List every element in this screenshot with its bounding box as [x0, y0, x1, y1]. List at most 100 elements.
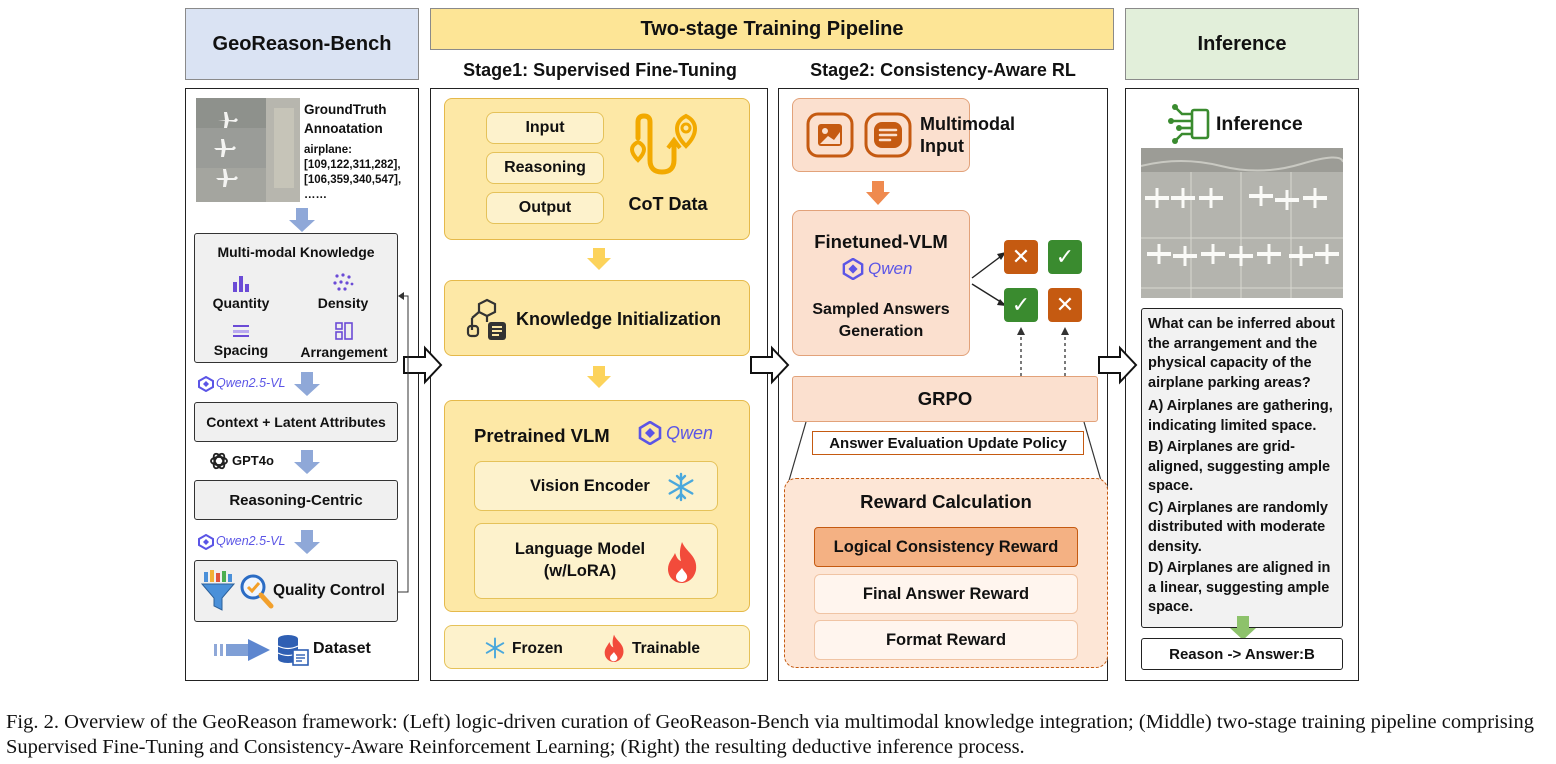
quantity-label: Quantity — [212, 295, 270, 311]
reasoning-centric-box: Reasoning-Centric — [194, 480, 398, 520]
qwen-logo-icon — [842, 258, 864, 280]
output-chip-label: Output — [518, 199, 572, 216]
openai-logo-icon — [210, 452, 228, 470]
bench-arrow-3 — [294, 450, 320, 479]
inference-title: Inference — [1216, 113, 1303, 135]
circuit-icon — [1168, 104, 1210, 144]
check-icon: ✓ — [1004, 288, 1038, 322]
logical-reward-label: Logical Consistency Reward — [833, 537, 1059, 556]
quality-control-label: Quality Control — [273, 582, 385, 599]
bench-header-text: GeoReason-Bench — [212, 32, 392, 55]
inference-header: Inference — [1125, 8, 1359, 80]
mmk-title: Multi-modal Knowledge — [217, 244, 375, 260]
image-icon — [806, 112, 854, 158]
grpo-zoom-lines — [787, 421, 1103, 485]
arrangement-icon — [335, 322, 353, 340]
final-answer-reward-label: Final Answer Reward — [862, 584, 1030, 603]
qwen25-label-1: Qwen2.5-VL — [216, 376, 286, 390]
input-chip-label: Input — [525, 119, 565, 136]
airport-thumbnail — [196, 98, 300, 202]
flame-icon — [668, 542, 697, 583]
answer-box: Reason -> Answer:B — [1141, 638, 1343, 670]
spacing-icon — [233, 325, 249, 337]
language-model-label: Language Model (w/LoRA) — [514, 540, 646, 580]
grpo-label: GRPO — [917, 388, 973, 409]
qwen-logo-icon — [198, 376, 214, 392]
option-a: A) Airplanes are gathering, indicating l… — [1148, 398, 1333, 434]
airport-image — [1141, 148, 1343, 298]
qwen-label-stage2: Qwen — [868, 259, 913, 278]
input-chip: Input — [486, 112, 604, 144]
bench-arrow-2 — [294, 372, 320, 401]
gpt4o-label: GPT4o — [232, 453, 274, 468]
sample-arrows — [971, 252, 1006, 306]
snowflake-icon — [485, 637, 505, 659]
quantity-icon — [233, 276, 249, 292]
reasoning-centric-label: Reasoning-Centric — [229, 491, 363, 509]
sampled-answers-label: Sampled Answers Generation — [812, 301, 950, 340]
funnel-icon — [200, 570, 236, 611]
dataset-label: Dataset — [313, 640, 371, 657]
density-icon — [333, 273, 354, 291]
finetuned-vlm-label: Finetuned-VLM — [814, 231, 948, 252]
document-text-icon — [864, 112, 912, 158]
pipeline-header: Two-stage Training Pipeline — [430, 8, 1114, 50]
multimodal-input-label: Multimodal Input — [920, 114, 1015, 156]
cot-data-label: CoT Data — [628, 194, 708, 214]
snowflake-icon — [668, 472, 694, 502]
stage1-arrow-1 — [587, 248, 611, 275]
option-b: B) Airplanes are grid-aligned, suggestin… — [1148, 439, 1331, 494]
qwen-label-stage1: Qwen — [666, 423, 714, 443]
grpo-feedback-arrows — [1017, 327, 1069, 376]
knowledge-graph-icon — [466, 298, 506, 340]
reward-calculation-label: Reward Calculation — [860, 491, 1032, 512]
finetuned-vlm-box — [792, 210, 970, 356]
format-reward-label: Format Reward — [885, 630, 1007, 649]
feedback-loop-line — [398, 292, 409, 593]
qwen-logo-icon — [638, 421, 662, 445]
knowledge-init-box — [444, 280, 750, 356]
arrow-stage2-to-inference — [1098, 345, 1138, 385]
logical-reward-box: Logical Consistency Reward — [814, 527, 1078, 567]
magnifier-icon — [240, 574, 274, 609]
update-policy-box: Answer Evaluation Update Policy — [812, 431, 1084, 455]
update-policy-label: Answer Evaluation Update Policy — [829, 434, 1067, 452]
option-c: C) Airplanes are randomly distributed wi… — [1148, 499, 1328, 555]
context-label: Context + Latent Attributes — [206, 414, 386, 430]
inference-arrow — [1230, 616, 1256, 645]
bench-arrow-1 — [289, 208, 315, 237]
question-text: What can be inferred about the arrangeme… — [1148, 316, 1335, 391]
arrow-stage1-to-stage2 — [750, 345, 790, 385]
dataset-arrow-icon — [214, 639, 270, 661]
question-box: What can be inferred about the arrangeme… — [1141, 308, 1343, 628]
gt-body: airplane: [109,122,311,282], [106,359,34… — [304, 144, 402, 201]
knowledge-init-label: Knowledge Initialization — [516, 309, 722, 329]
stage2-title: Stage2: Consistency-Aware RL — [810, 60, 1076, 80]
qwen-logo-icon — [198, 534, 214, 550]
frozen-label: Frozen — [512, 640, 563, 657]
context-box: Context + Latent Attributes — [194, 402, 398, 442]
bench-header: GeoReason-Bench — [185, 8, 419, 80]
database-icon — [277, 635, 309, 666]
flame-icon — [604, 634, 624, 662]
check-icon: ✓ — [1048, 240, 1082, 274]
option-d: D) Airplanes are aligned in a linear, su… — [1148, 560, 1331, 615]
trainable-label: Trainable — [632, 640, 701, 657]
stage2-arrow-1 — [866, 181, 890, 210]
format-reward-box: Format Reward — [814, 620, 1078, 660]
qwen25-label-2: Qwen2.5-VL — [216, 534, 286, 548]
spacing-label: Spacing — [213, 342, 269, 358]
cross-icon: ✕ — [1048, 288, 1082, 322]
vision-encoder-label: Vision Encoder — [530, 477, 650, 495]
pretrained-vlm-label: Pretrained VLM — [474, 425, 610, 446]
density-label: Density — [317, 295, 369, 311]
gt-title: GroundTruth Annoatation — [304, 102, 387, 136]
inference-header-text: Inference — [1197, 32, 1287, 55]
grpo-box: GRPO — [792, 376, 1098, 422]
stage1-arrow-2 — [587, 366, 611, 393]
arrangement-label: Arrangement — [300, 344, 388, 360]
output-chip: Output — [486, 192, 604, 224]
answer-label: Reason -> Answer:B — [1169, 645, 1315, 663]
pipeline-header-text: Two-stage Training Pipeline — [640, 17, 904, 40]
cross-icon: ✕ — [1004, 240, 1038, 274]
